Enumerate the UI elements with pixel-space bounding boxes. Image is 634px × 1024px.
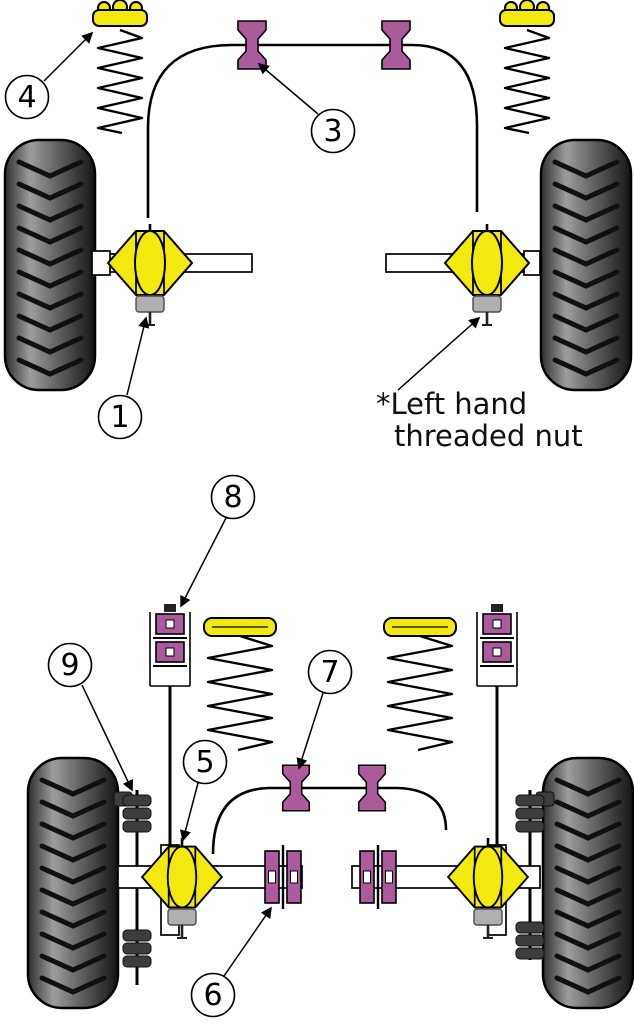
left-hand-threaded-nut xyxy=(471,294,503,328)
callout-5-label: 5 xyxy=(195,745,214,780)
callout-4: 4 xyxy=(4,74,50,120)
rear-left-tire xyxy=(28,758,118,1008)
note-arrow xyxy=(397,316,481,391)
callout-4-arrow xyxy=(43,31,94,82)
front-right-spring xyxy=(503,28,551,135)
rear-right-link-top-stops xyxy=(515,794,545,833)
callout-8-arrow xyxy=(180,517,227,608)
callout-7-arrow xyxy=(296,692,324,770)
callout-9-arrow xyxy=(81,684,133,792)
front-left-arm-bushing xyxy=(107,230,193,296)
front-left-tire xyxy=(5,140,95,390)
rear-inner-bush-left xyxy=(263,843,303,911)
front-right-control-arm xyxy=(385,224,541,328)
front-left-control-arm xyxy=(91,224,253,328)
rear-right-spring-cap xyxy=(383,617,457,637)
callout-5: 5 xyxy=(182,739,228,785)
callout-6: 6 xyxy=(190,972,236,1018)
callout-5-arrow xyxy=(179,782,199,842)
callout-4-label: 4 xyxy=(17,80,36,115)
rear-suspension xyxy=(28,603,633,1008)
front-left-arm-nut xyxy=(134,294,166,328)
rear-left-spring xyxy=(206,634,274,752)
front-suspension xyxy=(5,0,631,390)
rear-anti-roll-bar xyxy=(211,786,448,855)
callout-1: 1 xyxy=(97,394,143,440)
rear-right-link-bottom-stops xyxy=(515,921,545,960)
note-line-1: *Left hand xyxy=(376,387,527,421)
callout-6-label: 6 xyxy=(203,978,222,1013)
rear-right-tire xyxy=(543,758,633,1008)
rear-left-shock-top-bushes xyxy=(149,603,191,687)
front-left-top-mount xyxy=(92,0,148,27)
front-right-top-mount xyxy=(499,0,555,27)
front-right-tire xyxy=(541,140,631,390)
rear-left-link-top-stops xyxy=(122,794,152,833)
front-left-spring xyxy=(96,28,144,135)
annotations: 4 3 1 *Left hand threaded nut 8 9 xyxy=(4,31,583,1018)
rear-left-link-bottom-stops xyxy=(122,929,152,968)
callout-7: 7 xyxy=(307,649,353,695)
rear-right-axle-bushing xyxy=(447,838,529,941)
callout-8: 8 xyxy=(210,474,256,520)
front-right-arm-bushing xyxy=(444,230,530,296)
callout-1-label: 1 xyxy=(110,400,129,435)
callout-9: 9 xyxy=(47,642,93,688)
rear-right-shock-top-bushes xyxy=(476,603,518,687)
rear-left-axle-bushing xyxy=(141,838,223,941)
note-left-hand-threaded-nut: *Left hand threaded nut xyxy=(376,316,583,453)
callout-3-label: 3 xyxy=(323,114,342,149)
rear-right-spring xyxy=(386,634,454,752)
callout-1-arrow xyxy=(126,316,150,396)
callout-7-label: 7 xyxy=(320,655,339,690)
note-line-2: threaded nut xyxy=(394,419,583,453)
callout-3-arrow xyxy=(257,62,319,115)
callout-3: 3 xyxy=(310,108,356,154)
rear-left-spring-cap xyxy=(203,617,277,637)
callout-9-label: 9 xyxy=(60,648,79,683)
front-anti-roll-bar xyxy=(146,43,479,218)
rear-inner-bush-right xyxy=(358,843,398,911)
callout-6-arrow xyxy=(223,906,272,977)
callout-8-label: 8 xyxy=(223,480,242,515)
